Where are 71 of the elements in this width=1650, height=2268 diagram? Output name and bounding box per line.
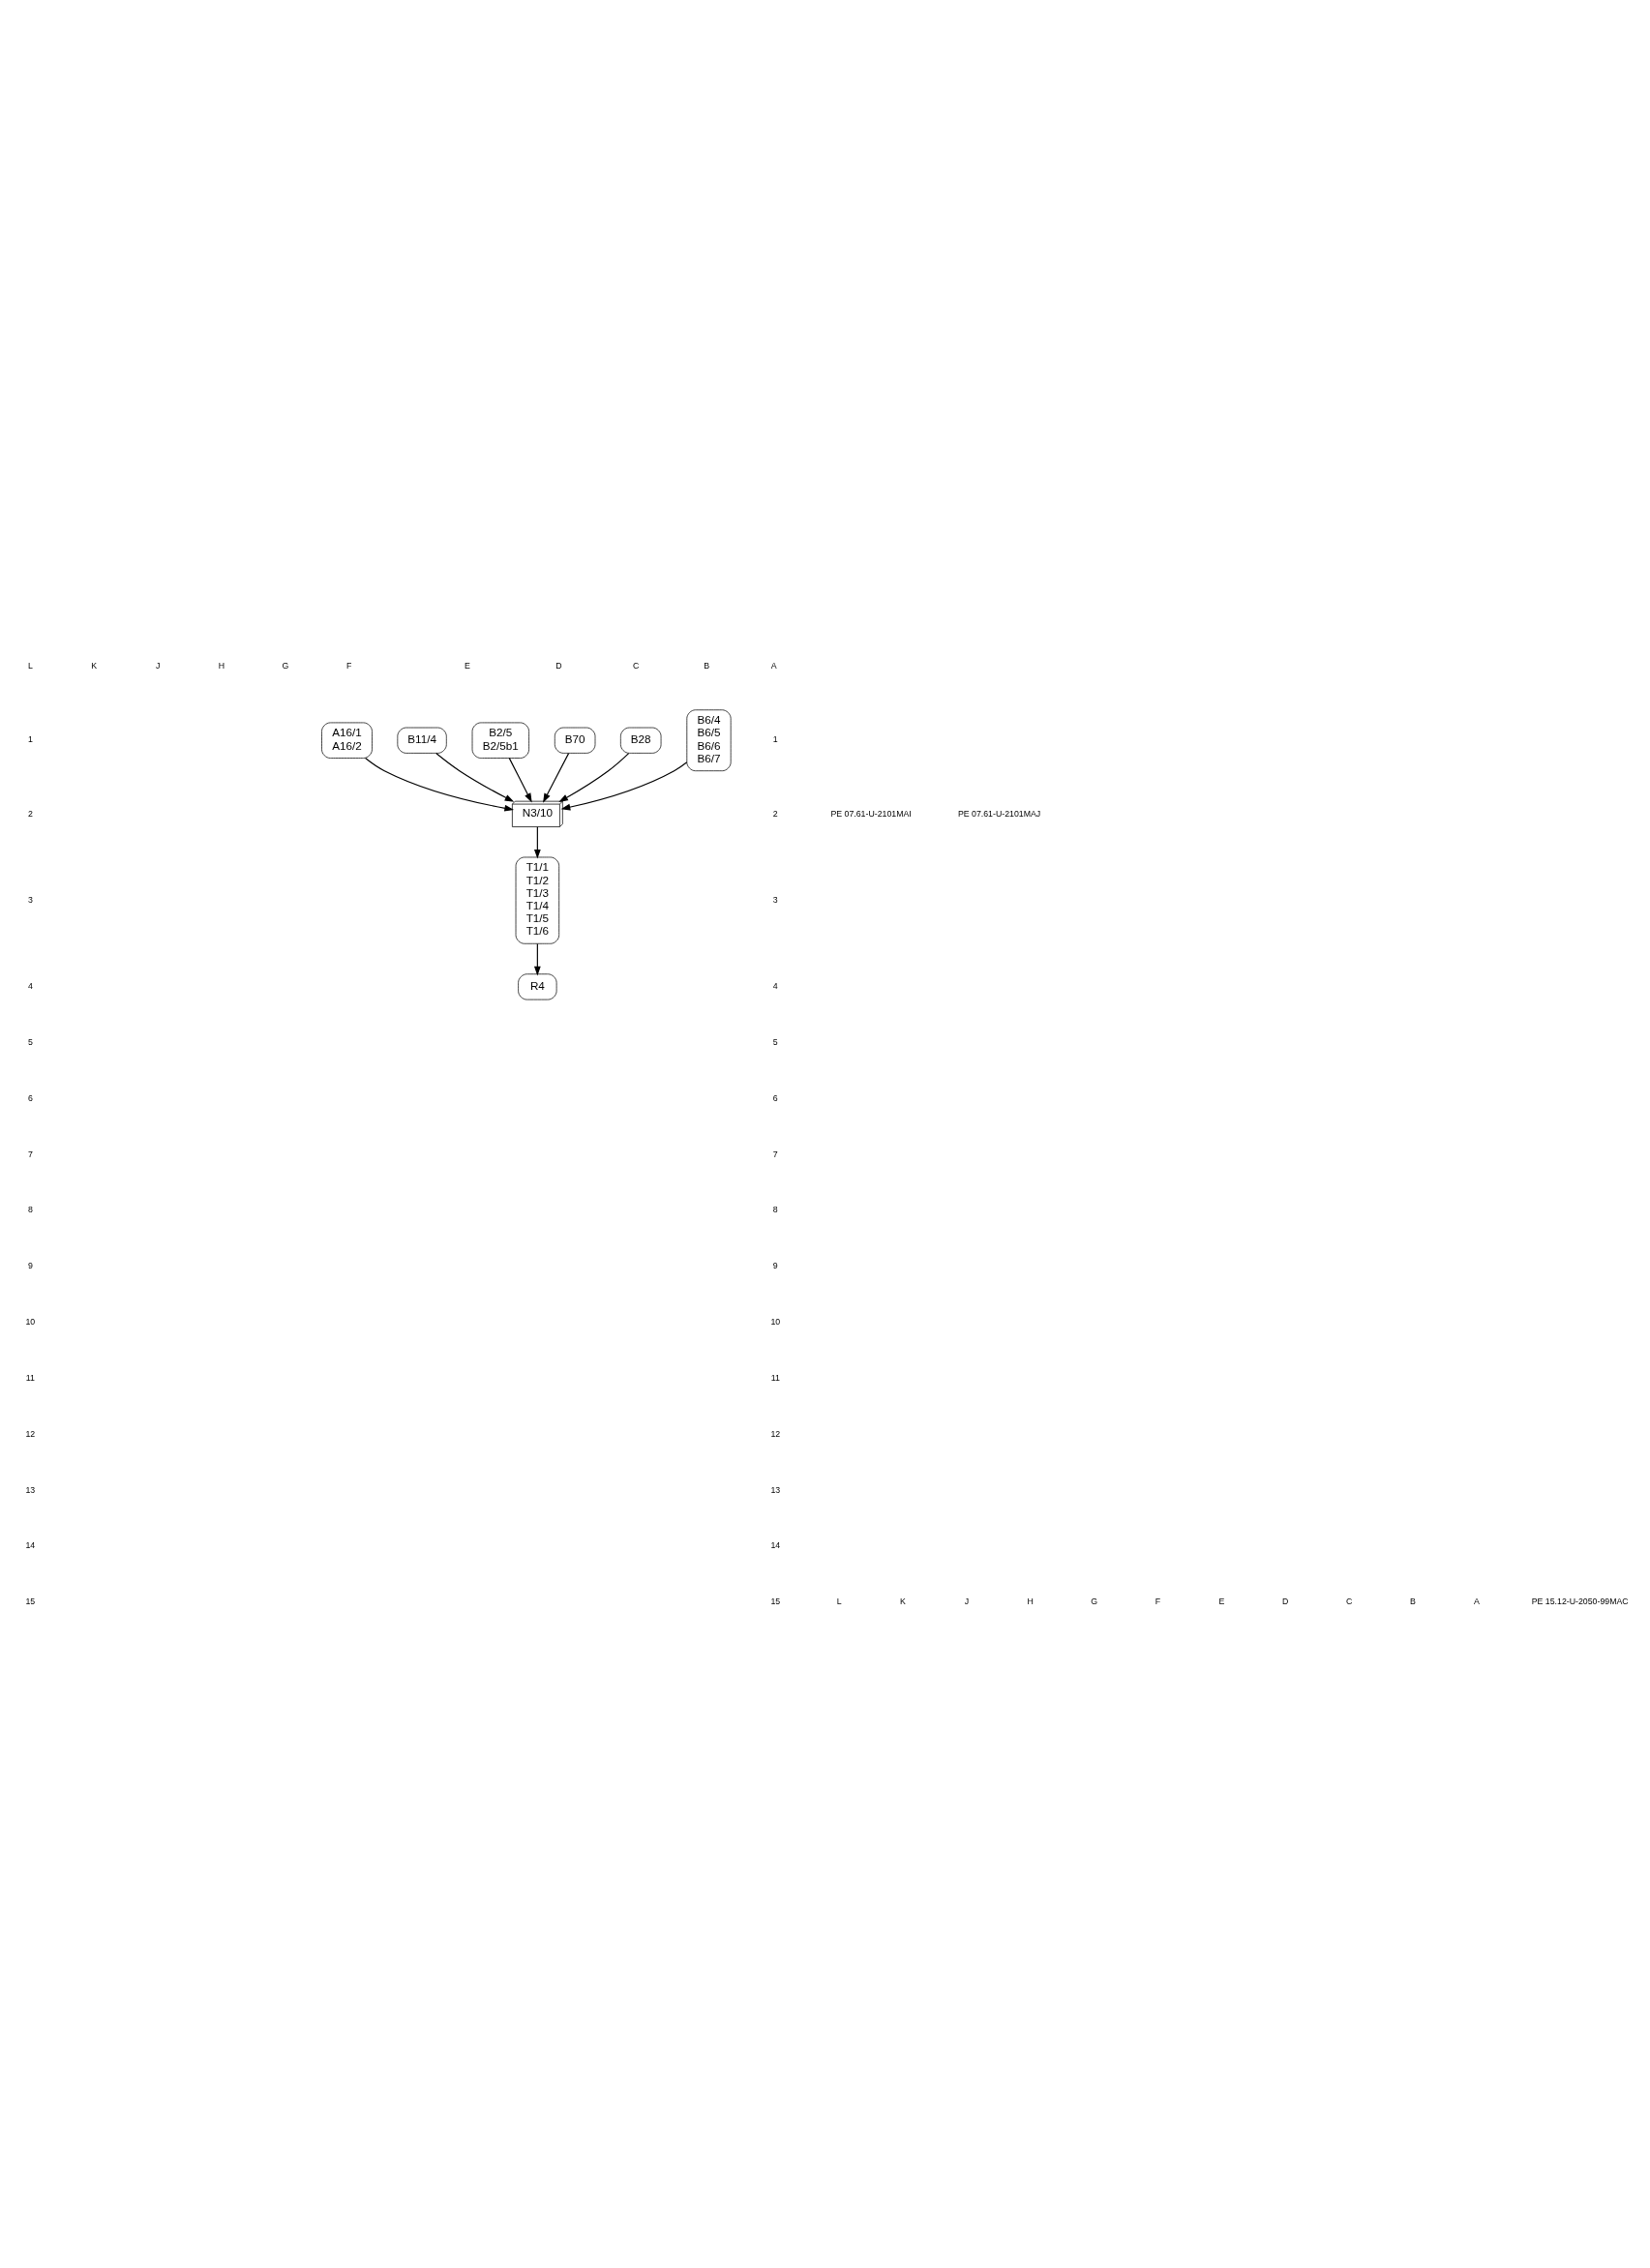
label: 1 <box>27 733 33 744</box>
label: A <box>770 660 777 671</box>
label: J <box>964 1596 970 1606</box>
label: 2 <box>772 808 778 819</box>
label: 11 <box>770 1372 780 1383</box>
node-box: B2/5 B2/5b1 <box>471 722 529 759</box>
label: 12 <box>770 1428 781 1439</box>
arrow <box>435 752 515 802</box>
label: C <box>632 660 640 671</box>
label: L <box>27 660 33 671</box>
label: PE 15.12-U-2050-99MAC <box>1531 1596 1629 1606</box>
label: 7 <box>772 1149 778 1159</box>
label: 8 <box>772 1204 778 1214</box>
arrow <box>560 761 688 810</box>
label: F <box>1155 1596 1161 1606</box>
label: 15 <box>770 1596 781 1606</box>
arrow <box>543 752 570 803</box>
label: K <box>900 1596 906 1606</box>
label: K <box>91 660 98 671</box>
label: 10 <box>25 1316 36 1327</box>
label: 8 <box>27 1204 33 1214</box>
label: 5 <box>27 1036 33 1047</box>
node-box: B6/4 B6/5 B6/6 B6/7 <box>686 708 732 771</box>
label: 1 <box>772 733 778 744</box>
label: A <box>1473 1596 1480 1606</box>
node-box: B11/4 <box>397 727 447 754</box>
label: PE 07.61-U-2101MAI <box>830 808 912 819</box>
label: 2 <box>27 808 33 819</box>
arrow <box>558 752 630 802</box>
label: 13 <box>25 1484 36 1495</box>
label: D <box>555 660 562 671</box>
label: E <box>1218 1596 1225 1606</box>
label: C <box>1345 1596 1353 1606</box>
label: 14 <box>25 1539 36 1550</box>
node-box: B70 <box>554 727 596 754</box>
label: H <box>1027 1596 1034 1606</box>
label: B <box>704 660 710 671</box>
label: 6 <box>27 1092 33 1103</box>
label: 9 <box>27 1260 33 1270</box>
label: 4 <box>772 980 778 991</box>
label: 15 <box>25 1596 36 1606</box>
node-box: T1/1 T1/2 T1/3 T1/4 T1/5 T1/6 <box>515 856 560 944</box>
label: 7 <box>27 1149 33 1159</box>
label: 14 <box>770 1539 781 1550</box>
arrow <box>508 757 532 802</box>
label: PE 07.61-U-2101MAJ <box>957 808 1041 819</box>
label: F <box>346 660 352 671</box>
node-box: R4 <box>518 972 557 1000</box>
label: 4 <box>27 980 33 991</box>
label: 3 <box>27 894 33 905</box>
label: 9 <box>772 1260 778 1270</box>
label: L <box>836 1596 842 1606</box>
label: G <box>282 660 289 671</box>
label: 11 <box>25 1372 35 1383</box>
label: G <box>1091 1596 1098 1606</box>
label: 13 <box>770 1484 781 1495</box>
label: 5 <box>772 1036 778 1047</box>
node-box: B28 <box>620 727 662 754</box>
label: H <box>218 660 225 671</box>
label: E <box>464 660 470 671</box>
arrow <box>533 942 541 975</box>
label: D <box>1282 1596 1289 1606</box>
arrow <box>365 757 515 812</box>
label: 10 <box>770 1316 781 1327</box>
label: 12 <box>25 1428 36 1439</box>
label: 6 <box>772 1092 778 1103</box>
label: 3 <box>772 894 778 905</box>
label: B <box>1410 1596 1416 1606</box>
label: J <box>155 660 161 671</box>
arrow <box>533 825 541 859</box>
node-box: A16/1 A16/2 <box>321 722 373 759</box>
